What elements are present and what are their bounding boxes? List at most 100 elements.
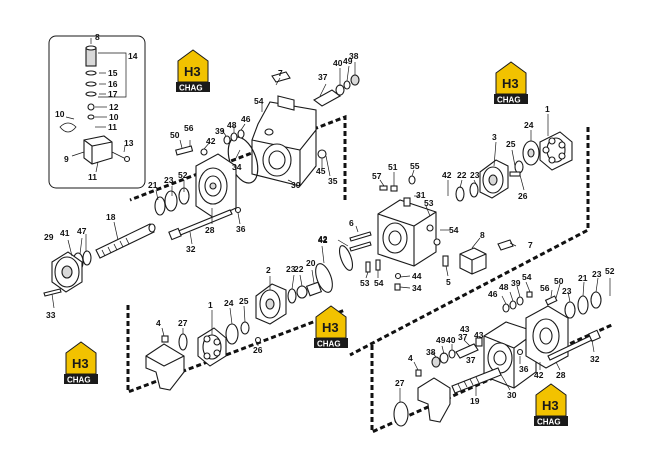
inset-box xyxy=(48,35,146,189)
label-14: 14 xyxy=(128,51,138,61)
swash-plate-lower xyxy=(255,283,287,325)
label-15: 15 xyxy=(108,68,118,78)
brand-logo-bottom-left: H3 CHAG xyxy=(64,341,98,385)
label-22b: 22 xyxy=(294,264,304,274)
label-10b: 10 xyxy=(55,109,65,119)
label-7b: 7 xyxy=(528,240,533,250)
relief-valve-parts-upper xyxy=(312,74,360,107)
label-38: 38 xyxy=(349,51,359,61)
label-25: 25 xyxy=(506,139,516,149)
ring-22-lower xyxy=(296,285,308,299)
inset-leader-lines xyxy=(65,38,127,173)
washer-27-lower-right xyxy=(393,401,409,427)
swash-plate-upper-right xyxy=(479,159,509,199)
seal-rings-upper xyxy=(154,187,190,216)
plug-43-lower xyxy=(475,337,483,347)
label-23c: 23 xyxy=(286,264,296,274)
svg-text:CHAG: CHAG xyxy=(317,340,341,349)
end-cover-upper xyxy=(195,153,237,219)
label-7: 7 xyxy=(278,68,283,78)
label-52: 52 xyxy=(178,170,188,180)
long-bolt-upper xyxy=(168,209,233,241)
brand-logo-center: H3 CHAG xyxy=(314,305,348,349)
label-56: 56 xyxy=(184,123,194,133)
mounting-flange-left xyxy=(43,250,92,297)
label-26b: 26 xyxy=(253,345,263,355)
label-5: 5 xyxy=(446,277,451,287)
pin-26-lower xyxy=(254,336,262,344)
label-22: 22 xyxy=(457,170,467,180)
label-11: 11 xyxy=(108,122,117,132)
separator-lower-right xyxy=(370,322,615,435)
ring-23-lower xyxy=(287,288,297,304)
label-48: 48 xyxy=(227,120,237,130)
long-bolt-lower xyxy=(547,329,601,361)
pins-44-34-right xyxy=(394,272,402,291)
label-36b: 36 xyxy=(519,364,529,374)
label-23b: 23 xyxy=(470,170,480,180)
label-1b: 1 xyxy=(208,300,213,310)
label-36: 36 xyxy=(236,224,246,234)
label-28: 28 xyxy=(205,225,215,235)
label-54b: 54 xyxy=(449,225,459,235)
swash-holder-lower-right xyxy=(415,369,451,423)
svg-text:H3: H3 xyxy=(502,76,519,91)
drive-shaft-upper xyxy=(95,223,156,259)
svg-text:CHAG: CHAG xyxy=(67,376,91,385)
separator-upper-right xyxy=(349,127,590,357)
label-8: 8 xyxy=(95,32,100,42)
label-27b: 27 xyxy=(395,378,405,388)
label-31: 31 xyxy=(416,190,426,200)
pin-36-upper xyxy=(234,206,242,214)
label-53: 53 xyxy=(424,198,434,208)
label-48b: 48 xyxy=(499,282,509,292)
part-number-labels: 8 14 15 16 17 12 10 10 11 13 9 11 7 37 4… xyxy=(44,32,615,406)
label-12: 12 xyxy=(109,102,119,112)
o-ring-42-right xyxy=(338,245,354,271)
swash-holder-lower-left xyxy=(145,335,185,391)
label-32b: 32 xyxy=(590,354,600,364)
label-4b: 4 xyxy=(408,353,413,363)
port-flange-upper xyxy=(271,71,291,83)
inset-valve-assembly xyxy=(59,45,131,165)
label-23: 23 xyxy=(164,175,174,185)
label-42d: 42 xyxy=(318,235,328,245)
label-23d: 23 xyxy=(562,286,572,296)
label-49: 49 xyxy=(343,56,353,66)
label-3: 3 xyxy=(492,132,497,142)
label-46b: 46 xyxy=(488,289,498,299)
plug-upper xyxy=(317,149,327,159)
svg-text:H3: H3 xyxy=(322,320,339,335)
svg-text:H3: H3 xyxy=(542,398,559,413)
label-33: 33 xyxy=(46,310,56,320)
label-42c: 42 xyxy=(318,234,328,244)
label-37b: 37 xyxy=(458,332,468,342)
label-43b: 43 xyxy=(460,324,470,334)
leader-lines xyxy=(51,62,611,402)
label-54: 54 xyxy=(254,96,264,106)
label-37c: 37 xyxy=(466,355,476,365)
label-45: 45 xyxy=(316,166,326,176)
label-2: 2 xyxy=(266,265,271,275)
center-housing-right xyxy=(377,197,437,267)
label-29: 29 xyxy=(44,232,54,242)
label-55: 55 xyxy=(410,161,420,171)
label-53b: 53 xyxy=(360,278,370,288)
label-40: 40 xyxy=(333,58,343,68)
side-screws-right xyxy=(426,224,449,267)
label-9: 9 xyxy=(64,154,69,164)
label-21: 21 xyxy=(148,180,158,190)
small-pins-right xyxy=(379,175,416,192)
label-17: 17 xyxy=(108,89,118,99)
label-23e: 23 xyxy=(592,269,602,279)
shoe-plate-parts-upper-right xyxy=(509,160,524,177)
label-8b: 8 xyxy=(480,230,485,240)
bolt-upper-small xyxy=(175,145,194,156)
label-56b: 56 xyxy=(540,283,550,293)
label-25b: 25 xyxy=(239,296,249,306)
drive-shaft-lower xyxy=(451,367,502,394)
label-35: 35 xyxy=(328,176,338,186)
label-51: 51 xyxy=(388,162,398,172)
